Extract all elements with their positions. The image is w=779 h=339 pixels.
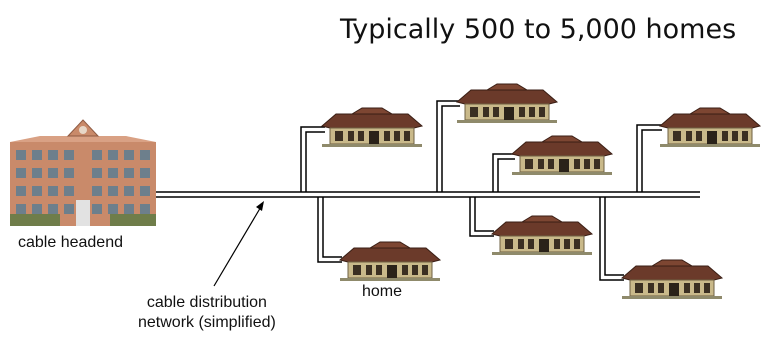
house-icon: [456, 83, 558, 124]
house-icon: [621, 259, 723, 300]
headend-label: cable headend: [18, 234, 123, 251]
network-label-line1: cable distribution: [146, 294, 267, 311]
distribution-cable: [156, 191, 700, 198]
network-pointer-arrow: [213, 201, 264, 287]
home-label: home: [362, 283, 403, 300]
headend-building-icon: [10, 119, 156, 226]
house-icon: [321, 107, 423, 148]
cable-drops: [300, 100, 662, 281]
house-icon: [491, 215, 593, 256]
house-icon: [511, 135, 613, 176]
network-label-line2: network (simplified): [138, 314, 276, 331]
house-icon: [339, 241, 441, 282]
network-label: cable distribution network (simplified): [138, 293, 276, 333]
diagram-title: Typically 500 to 5,000 homes: [340, 14, 737, 45]
house-icon: [659, 107, 761, 148]
